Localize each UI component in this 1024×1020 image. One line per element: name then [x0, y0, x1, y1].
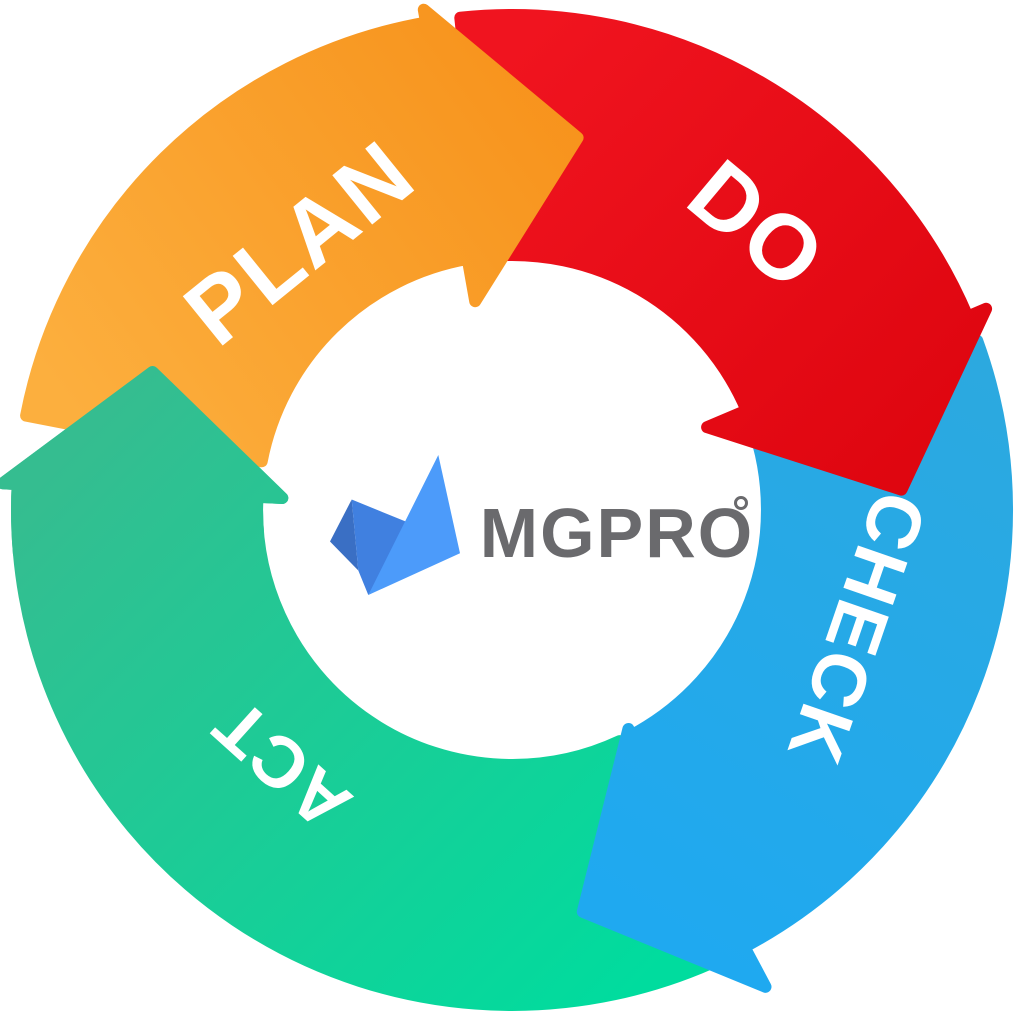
do-arrow: [454, 9, 993, 496]
check-arrow: [576, 334, 1013, 993]
logo-icon-mid-face: [351, 499, 410, 595]
logo-icon: [330, 455, 460, 595]
logo-trademark-ring: [734, 496, 748, 510]
act-arrowhead-overlay: [0, 366, 289, 560]
plan-arrow: [20, 3, 584, 468]
logo-icon-left-face: [330, 499, 359, 571]
logo-text: MGPRO: [479, 494, 755, 572]
logo-icon-right-face: [368, 455, 460, 595]
